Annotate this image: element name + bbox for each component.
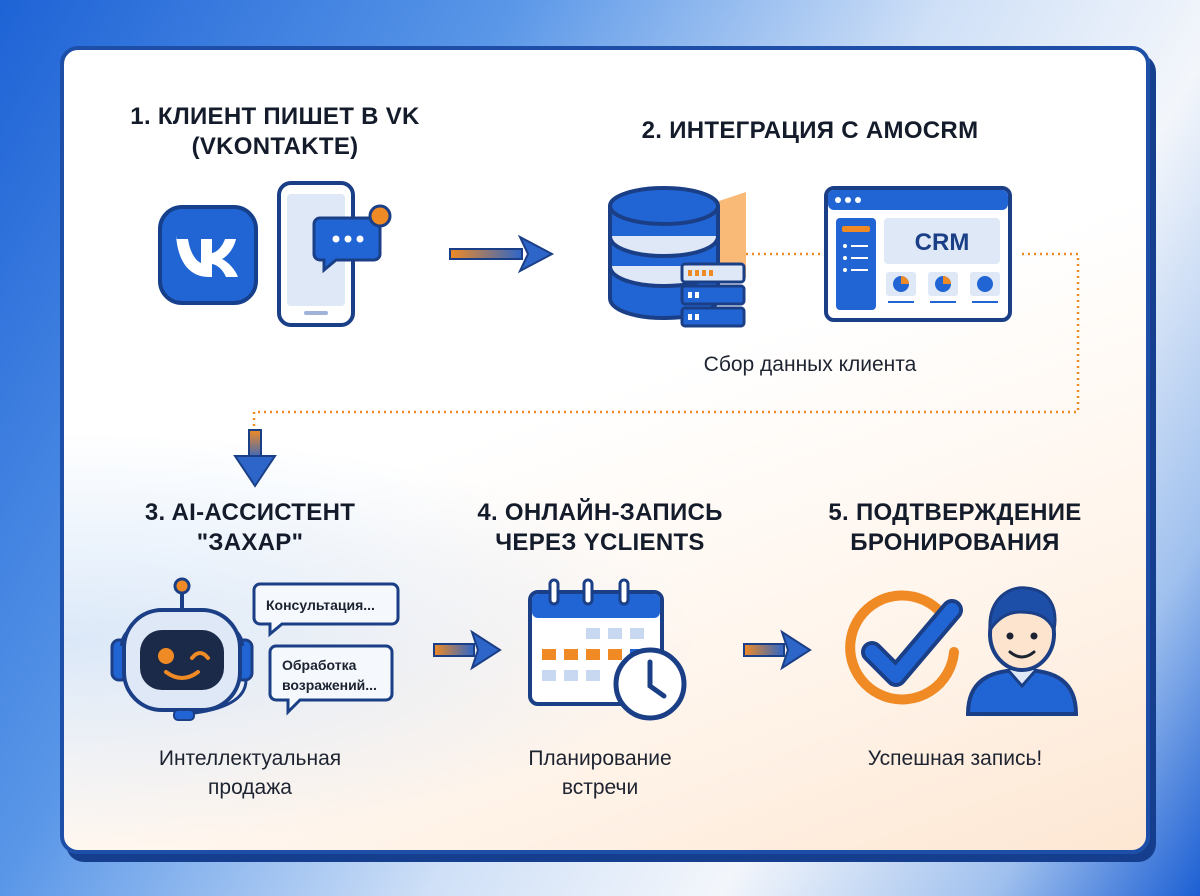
step-2-title-line1: 2. ИНТЕГРАЦИЯ С AMOCRM (641, 117, 979, 144)
step-2-title: 2. ИНТЕГРАЦИЯ С AMOCRM (590, 116, 1030, 146)
user-avatar-icon (965, 586, 1079, 716)
database-icon (608, 186, 746, 328)
arrow-right-icon (743, 629, 812, 671)
robot-assistant-icon (110, 577, 254, 721)
arrow-right-icon (449, 234, 555, 274)
step-3-title-line1: 3. AI-АССИСТЕНТ (144, 499, 356, 526)
step-5-title-line1: 5. ПОДТВЕРЖДЕНИЕ (828, 499, 1082, 526)
step-4-caption-line1: Планирование (528, 747, 672, 770)
step-4-caption-line2: встречи (561, 776, 639, 799)
step-5-caption: Успешная запись! (867, 747, 1043, 770)
flow-connector-dotted (252, 252, 1080, 436)
step-5-title: 5. ПОДТВЕРЖДЕНИЕ БРОНИРОВАНИЯ (790, 498, 1120, 558)
crm-window-icon: CRM (824, 186, 1012, 322)
bubble-consultation: Консультация... (266, 597, 375, 613)
step-2-caption: Сбор данных клиента (703, 353, 917, 376)
step-4-title-line2: ЧЕРЕЗ YCLIENTS (495, 529, 705, 556)
bubble-objections-line1: Обработка (282, 657, 357, 673)
crm-label: CRM (915, 229, 970, 256)
step-4-title: 4. ОНЛАЙН-ЗАПИСЬ ЧЕРЕЗ YCLIENTS (440, 498, 760, 558)
calendar-clock-icon (528, 578, 687, 721)
flow-card (60, 46, 1150, 854)
step-1-title: 1. КЛИЕНТ ПИШЕТ В VK (VKONTAKTE) (100, 102, 450, 162)
phone-chat-icon (277, 181, 392, 327)
arrow-right-icon (433, 629, 502, 671)
step-4-title-line1: 4. ОНЛАЙН-ЗАПИСЬ (477, 499, 723, 526)
step-4-caption: Планирование встречи (470, 744, 730, 802)
arrow-down-icon (233, 429, 277, 488)
step-5-title-line2: БРОНИРОВАНИЯ (850, 529, 1060, 556)
step-3-caption-line2: продажа (208, 776, 292, 799)
chat-bubbles: Консультация... Обработка возражений... (252, 582, 400, 716)
step-3-title-line2: "ЗАХАР" (196, 529, 304, 556)
step-3-caption: Интеллектуальная продажа (110, 744, 390, 802)
step-3-caption-line1: Интеллектуальная (158, 747, 342, 770)
bubble-objections-line2: возражений... (282, 677, 377, 693)
vk-logo-icon (158, 205, 258, 305)
connector-line (746, 252, 826, 256)
step-3-title: 3. AI-АССИСТЕНТ "ЗАХАР" (110, 498, 390, 558)
check-circle-icon (845, 590, 963, 705)
step-1-title-line1: 1. КЛИЕНТ ПИШЕТ В VK (130, 103, 420, 130)
step-1-title-line2: (VKONTAKTE) (191, 133, 359, 160)
